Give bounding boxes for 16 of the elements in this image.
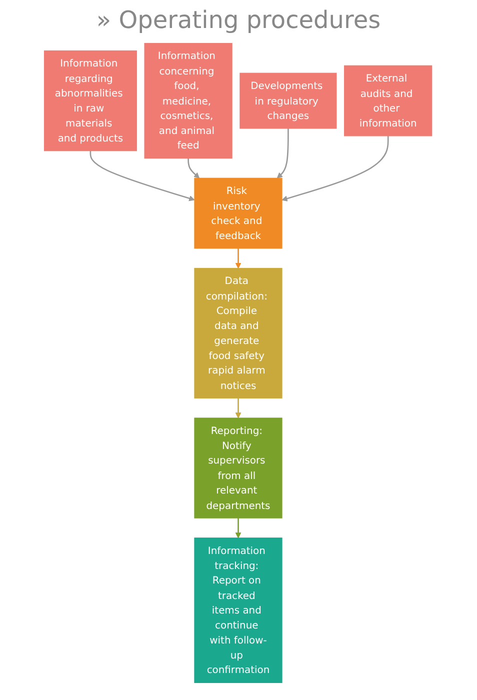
arrow bbox=[188, 158, 200, 178]
node-box: Information regarding abnormalities in raw materials and products bbox=[44, 50, 138, 152]
node-box: Developments in regulatory changes bbox=[240, 72, 338, 129]
node-box: Reporting: Notify supervisors from all relevant departments bbox=[194, 418, 283, 518]
node-box: Information concerning food, medicine, cosmetics, and animal feed bbox=[144, 42, 233, 159]
arrow bbox=[236, 398, 242, 418]
node-box: Information tracking: Report on tracked items and continue with follow-up confirmation bbox=[194, 538, 283, 684]
arrow bbox=[236, 248, 242, 268]
arrow bbox=[236, 518, 242, 538]
arrow bbox=[277, 128, 290, 178]
node-box: Risk inventory check and feedback bbox=[194, 178, 283, 249]
diagram-title: » Operating procedures bbox=[95, 5, 382, 36]
node-box: External audits and other information bbox=[344, 65, 433, 136]
arrow bbox=[90, 150, 196, 202]
node-box: Data compilation: Compile data and generate food safety rapid alarm notices bbox=[194, 268, 283, 398]
arrow bbox=[282, 136, 390, 202]
